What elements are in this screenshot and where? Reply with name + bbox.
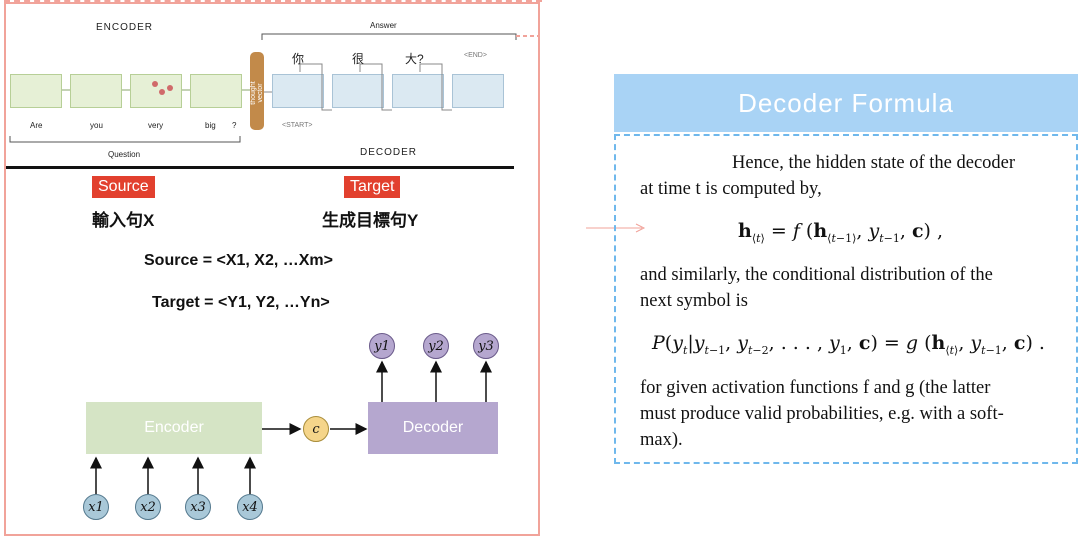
output-node: y3 bbox=[473, 333, 499, 359]
source-description: 輸入句X bbox=[92, 211, 155, 230]
encoder-cell bbox=[130, 74, 182, 108]
formula-panel bbox=[614, 134, 1078, 464]
target-formula: Target = <Y1, Y2, …Yn> bbox=[152, 294, 330, 311]
paragraph-line: Hence, the hidden state of the decoder bbox=[732, 153, 1016, 173]
paragraph-line: and similarly, the conditional distribut… bbox=[640, 265, 993, 285]
question-word: very bbox=[148, 121, 164, 130]
decoder-cell bbox=[332, 74, 384, 108]
target-description: 生成目標句Y bbox=[322, 211, 419, 230]
answer-word: 你 bbox=[292, 52, 305, 66]
decoder-cell bbox=[392, 74, 444, 108]
encoder-cell bbox=[190, 74, 242, 108]
decoder-title: DECODER bbox=[360, 147, 418, 158]
start-token: <START> bbox=[282, 122, 313, 129]
paragraph-line: next symbol is bbox=[640, 291, 748, 311]
answer-word: 大? bbox=[405, 52, 424, 66]
paragraph-line: for given activation functions f and g (… bbox=[640, 378, 991, 398]
decoder-box: Decoder bbox=[368, 402, 498, 454]
encoder-title: ENCODER bbox=[96, 22, 154, 33]
question-bracket bbox=[9, 136, 241, 143]
question-word: Are bbox=[30, 121, 43, 130]
input-node: x3 bbox=[185, 494, 211, 520]
question-word: you bbox=[90, 121, 103, 130]
decoder-formula-header: Decoder Formula bbox=[614, 74, 1078, 132]
end-token: <END> bbox=[464, 52, 487, 59]
paragraph-line: at time t is computed by, bbox=[640, 179, 822, 199]
input-node: x4 bbox=[237, 494, 263, 520]
dash-corner bbox=[516, 35, 540, 37]
diagram-arrows bbox=[90, 360, 492, 494]
question-word: ? bbox=[232, 121, 237, 130]
output-node: y2 bbox=[423, 333, 449, 359]
thought-vector-bar bbox=[250, 52, 264, 130]
paragraph-line: must produce valid probabilities, e.g. w… bbox=[640, 404, 1004, 424]
decoder-cell bbox=[272, 74, 324, 108]
source-tag: Source bbox=[92, 176, 155, 198]
answer-word: 很 bbox=[352, 52, 365, 66]
hidden-state-equation: h⟨t⟩ = f (h⟨t−1⟩, yt−1, c) , bbox=[738, 220, 944, 245]
input-node: x2 bbox=[135, 494, 161, 520]
encoder-box: Encoder bbox=[86, 402, 262, 454]
source-formula: Source = <X1, X2, …Xm> bbox=[144, 252, 333, 269]
output-node: y1 bbox=[369, 333, 395, 359]
paragraph-line: max). bbox=[640, 430, 683, 450]
question-word: big bbox=[205, 121, 216, 130]
encoder-connections bbox=[62, 81, 250, 95]
decoder-connections bbox=[264, 63, 452, 111]
encoder-cell bbox=[70, 74, 122, 108]
question-title: Question bbox=[108, 150, 141, 159]
decoder-cell bbox=[452, 74, 504, 108]
context-node: c bbox=[303, 416, 329, 442]
input-node: x1 bbox=[83, 494, 109, 520]
distribution-equation: P(yt|yt−1, yt−2, . . . , y1, c) = g (h⟨t… bbox=[652, 332, 1045, 357]
encoder-cell bbox=[10, 74, 62, 108]
left-frame bbox=[4, 2, 540, 536]
target-tag: Target bbox=[344, 176, 401, 198]
answer-title: Answer bbox=[370, 21, 397, 30]
top-dash-border bbox=[4, 0, 542, 2]
divider-line bbox=[6, 166, 514, 169]
